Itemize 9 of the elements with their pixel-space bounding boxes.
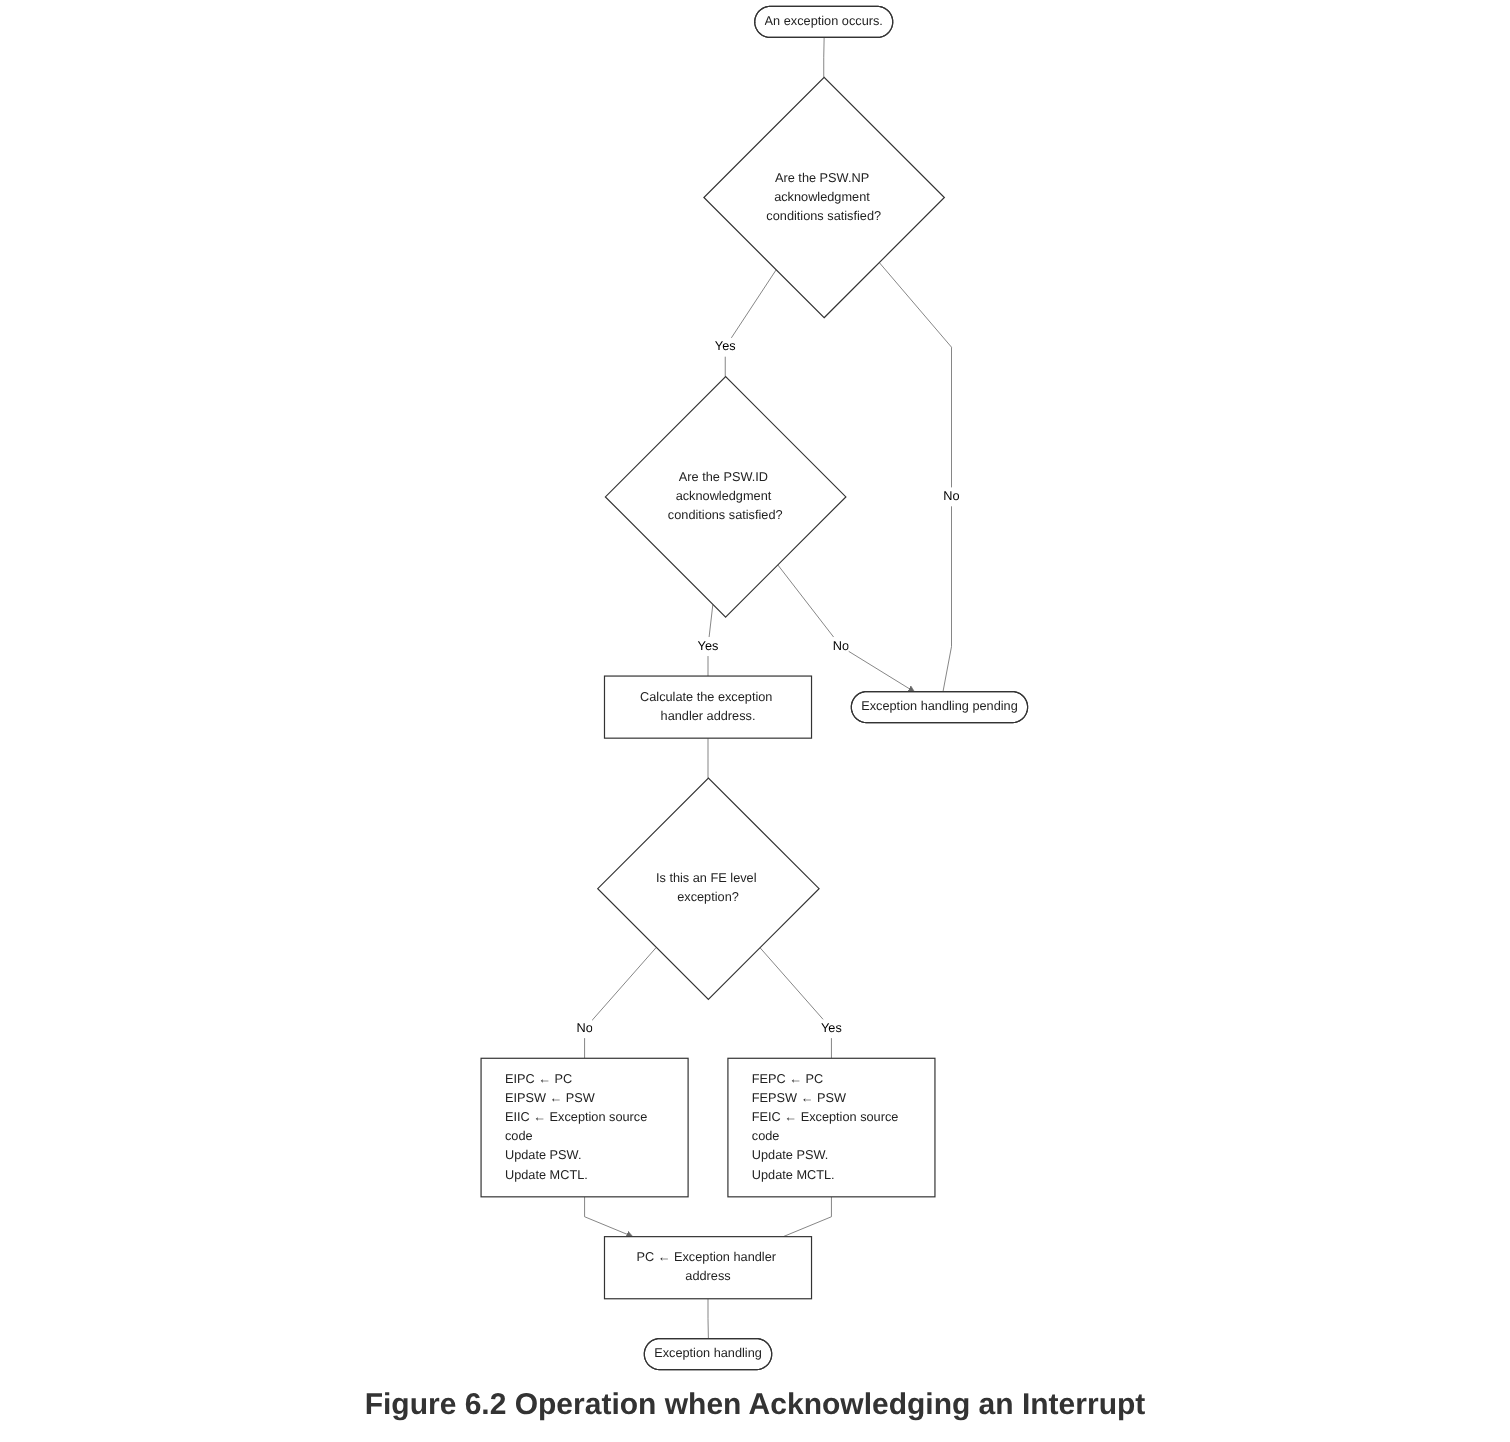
figure-caption: Figure 6.2 Operation when Acknowledging an Interrupt (364, 1386, 1146, 1426)
connector (783, 1196, 833, 1238)
connector (879, 261, 953, 693)
connector (708, 737, 710, 779)
connector (725, 269, 778, 378)
connector (708, 1298, 710, 1340)
connector (824, 37, 826, 78)
connector (584, 947, 658, 1059)
connector (760, 947, 833, 1059)
